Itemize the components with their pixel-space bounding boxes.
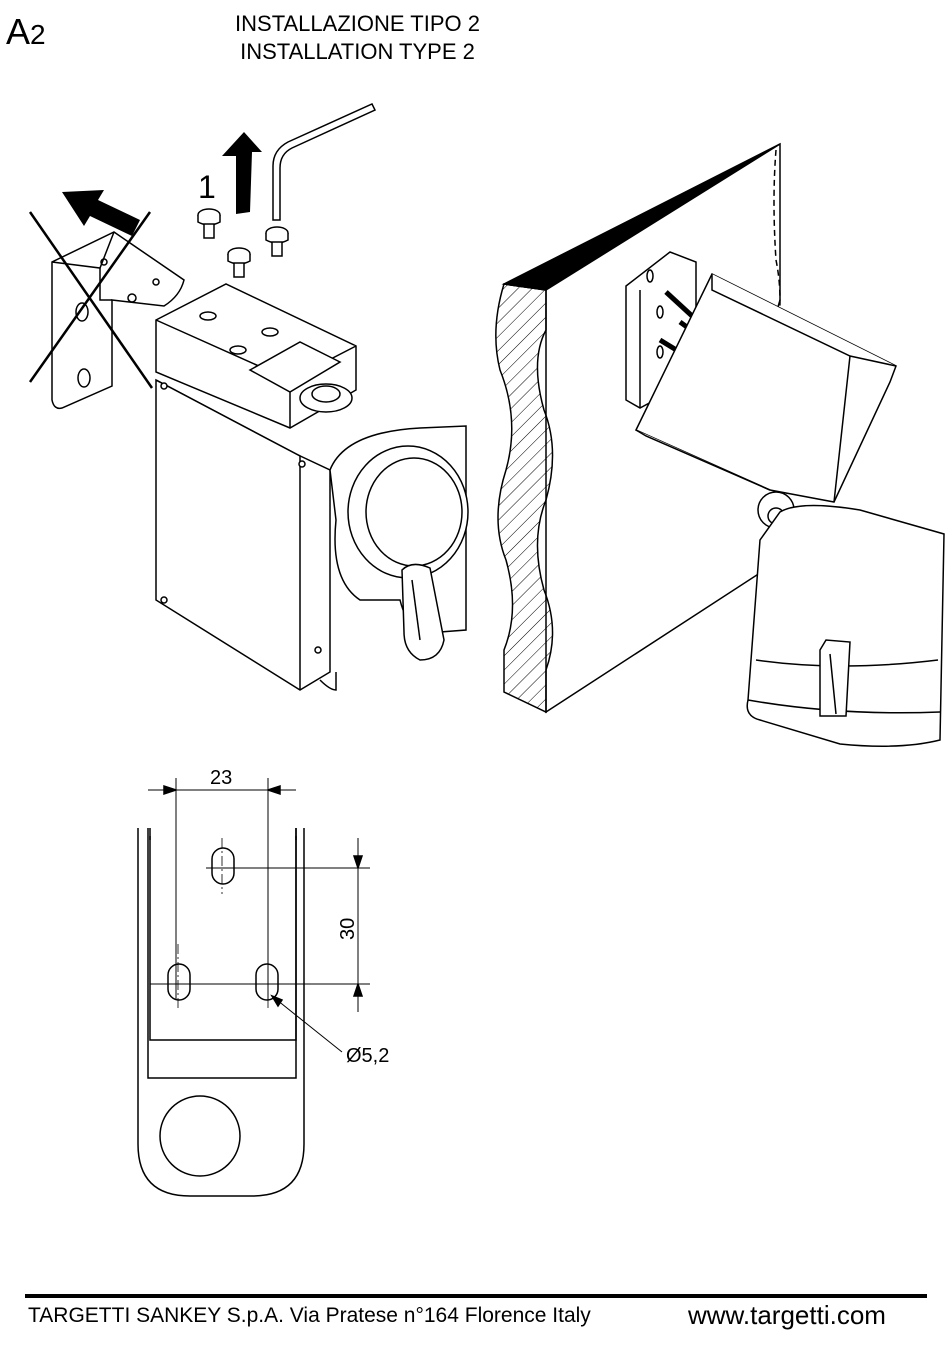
title-italian: INSTALLAZIONE TIPO 2 — [235, 11, 480, 36]
wall-mounted-fixture — [625, 251, 945, 747]
prohibited-cross-icon — [28, 211, 154, 389]
title-english: INSTALLATION TYPE 2 — [240, 39, 475, 64]
step-up-arrow-icon — [222, 132, 262, 214]
footer-company-address: TARGETTI SANKEY S.p.A. Via Pratese n°164… — [28, 1304, 591, 1327]
page-title: INSTALLAZIONE TIPO 2 INSTALLATION TYPE 2 — [150, 10, 565, 66]
page-code-number: 2 — [30, 19, 46, 50]
pivot-hole — [159, 1095, 241, 1177]
footer-divider — [25, 1294, 927, 1298]
page-code-letter: A — [6, 11, 31, 52]
hex-key-icon — [272, 103, 377, 221]
step-number-1: 1 — [198, 169, 216, 205]
footer-website-link[interactable]: www.targetti.com — [688, 1300, 886, 1330]
dimension-23: 23 — [210, 767, 232, 789]
crossed-out-bracket — [51, 231, 185, 410]
bracket-dimension-drawing — [137, 778, 370, 1197]
dimension-hole-diameter: Ø5,2 — [346, 1045, 389, 1067]
screw-icon — [197, 208, 289, 278]
fixture-bracket-assembly — [155, 283, 469, 691]
page-code: A2 — [6, 12, 46, 55]
dimension-30: 30 — [337, 918, 359, 940]
remove-arrow-icon — [62, 190, 140, 236]
